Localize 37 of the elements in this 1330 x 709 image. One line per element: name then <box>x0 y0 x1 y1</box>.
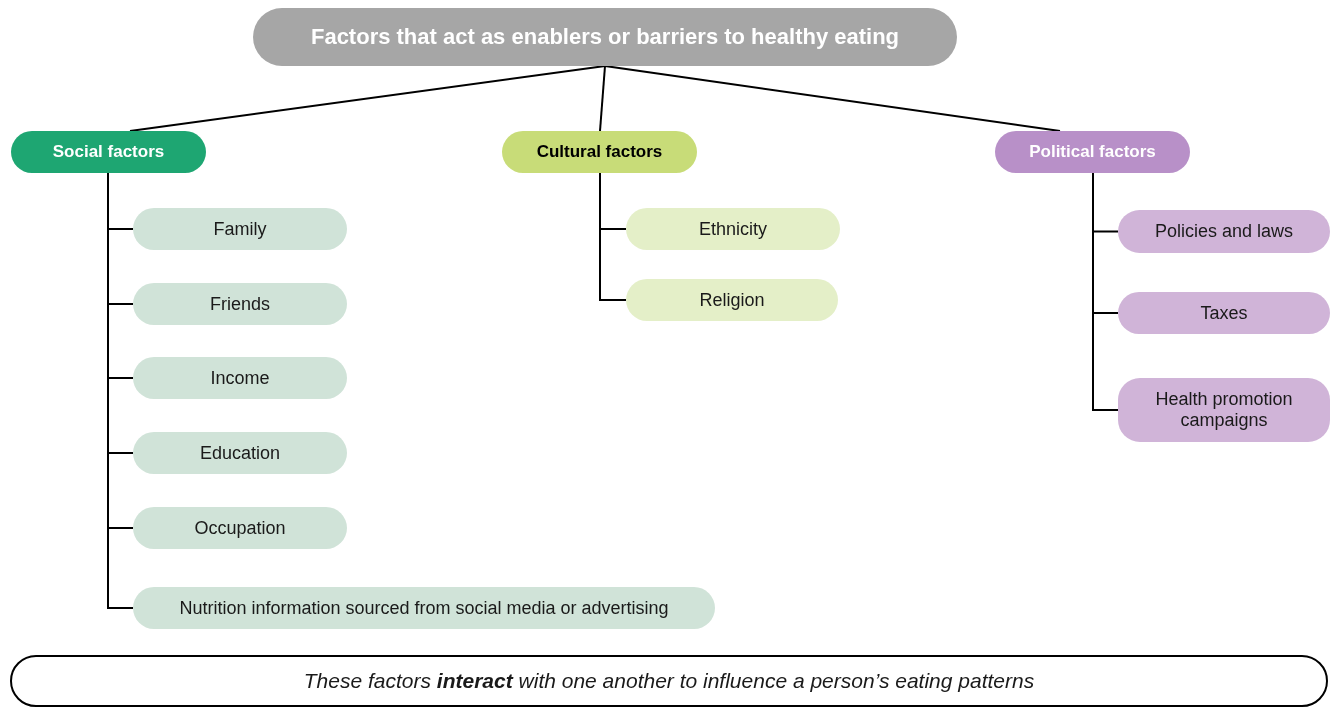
note-box <box>10 655 1328 707</box>
factor-box <box>1118 378 1330 442</box>
factor-box <box>133 357 347 399</box>
label-text: Policies and laws <box>1154 221 1294 242</box>
connector-line <box>599 172 627 301</box>
label-text: Cultural factors <box>536 142 663 162</box>
factor-box <box>133 283 347 325</box>
label-text: Friends <box>210 293 270 315</box>
factor-box <box>133 507 347 549</box>
label-text: Political factors <box>1029 142 1156 162</box>
factor-box <box>1118 292 1330 334</box>
label-text: Education <box>199 442 281 464</box>
connector-line <box>1092 172 1119 411</box>
factor-box <box>133 587 715 629</box>
factor-box <box>133 208 347 250</box>
label-text: Family <box>213 218 267 240</box>
category-box <box>995 131 1190 173</box>
label-text: Nutrition information sourced from social media or advertising <box>179 597 669 619</box>
label-text: Income <box>210 367 270 389</box>
factor-box <box>133 432 347 474</box>
connector-line <box>129 65 606 132</box>
label-text: Ethnicity <box>699 218 767 240</box>
label-text: Social factors <box>52 142 165 162</box>
label-text: These factors interact with one another to influence a person’s eating patterns <box>303 668 1035 694</box>
title-box <box>253 8 957 66</box>
connector-line <box>604 65 1061 132</box>
title-text: Factors that act as enablers or barriers to healthy eating <box>310 24 900 50</box>
category-box <box>502 131 697 173</box>
factor-box <box>626 279 838 321</box>
label-text: Religion <box>699 289 765 311</box>
label-text: Health promotion campaigns <box>1154 389 1294 431</box>
factor-box <box>1118 210 1330 253</box>
label-text: Taxes <box>1200 302 1248 324</box>
connector-line <box>599 65 606 132</box>
label-text: Occupation <box>194 517 286 539</box>
factor-box <box>626 208 840 250</box>
category-box <box>11 131 206 173</box>
